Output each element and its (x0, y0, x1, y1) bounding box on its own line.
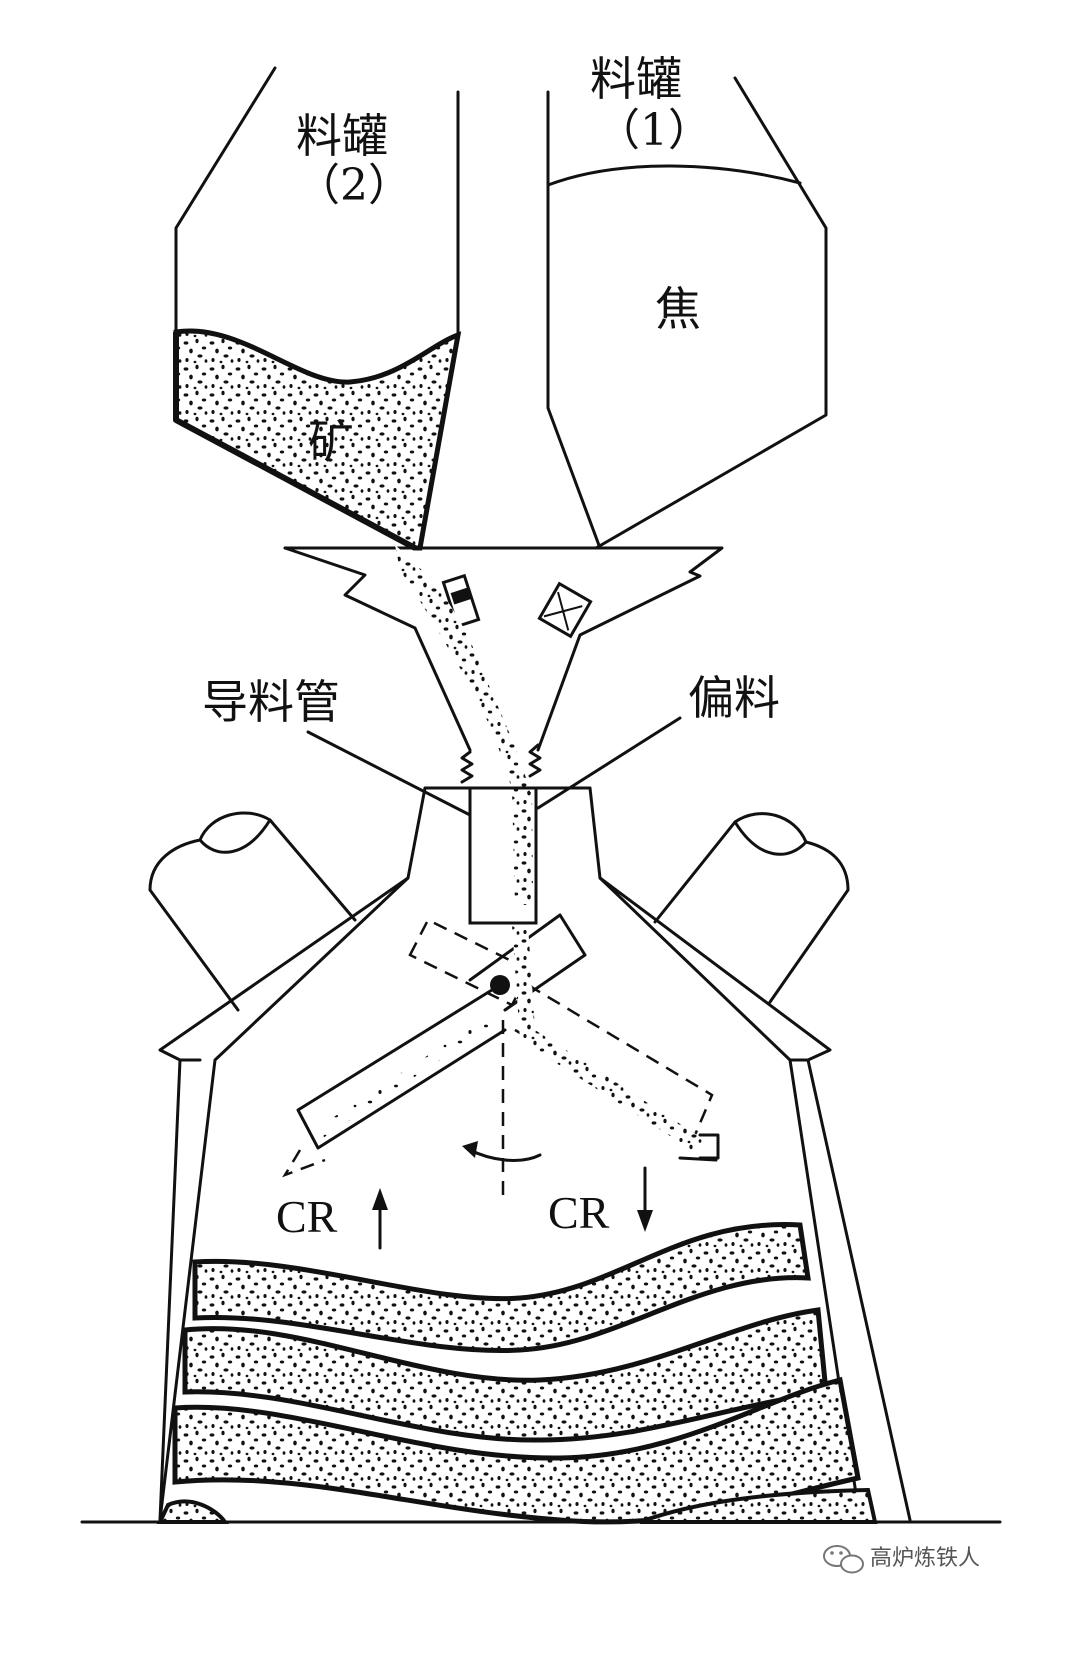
hopper-2-number: （2） (296, 160, 412, 211)
left-gate-valve (441, 573, 481, 629)
burden-layer-1 (192, 1222, 811, 1354)
right-gate-valve (537, 581, 593, 639)
expansion-joint (460, 743, 542, 784)
cr-down-arrow (637, 1166, 653, 1232)
chute-pivot (490, 975, 510, 995)
uptake-pipe-right (653, 812, 850, 1004)
guide-pipe-label: 导料管 (202, 675, 340, 729)
ore-stream (395, 545, 530, 905)
guide-pipe (468, 786, 538, 925)
hopper-1-number: （1） (596, 105, 712, 156)
coke-label: 焦 (655, 282, 701, 336)
guide-pipe-leader (306, 730, 472, 817)
burden-layer-4-right (639, 1487, 878, 1524)
hopper-throat (283, 546, 724, 752)
hopper-2 (173, 66, 462, 551)
segregation-leader (536, 716, 682, 810)
cr-up-arrow (372, 1188, 388, 1250)
burden-layer-4-left (156, 1499, 229, 1524)
hopper-2-label: 料罐 (296, 109, 388, 163)
hopper-1-label: 料罐 (590, 52, 682, 106)
watermark-text: 高炉炼铁人 (870, 1546, 980, 1571)
uptake-pipe-left (148, 811, 357, 1012)
hopper-1 (546, 76, 828, 550)
ore-charge (173, 328, 462, 551)
rotating-chute (282, 913, 720, 1200)
furnace-top (158, 786, 912, 1522)
cr-left-label: CR (276, 1191, 338, 1242)
ore-label: 矿 (308, 415, 354, 469)
cr-right-label: CR (548, 1187, 610, 1238)
wechat-icon (823, 1545, 864, 1574)
burden-layer-3 (172, 1376, 861, 1525)
segregation-label: 偏料 (688, 671, 780, 725)
watermark: 高炉炼铁人 (823, 1545, 980, 1574)
coke-surface (546, 164, 802, 187)
burden-layers (156, 1222, 878, 1525)
